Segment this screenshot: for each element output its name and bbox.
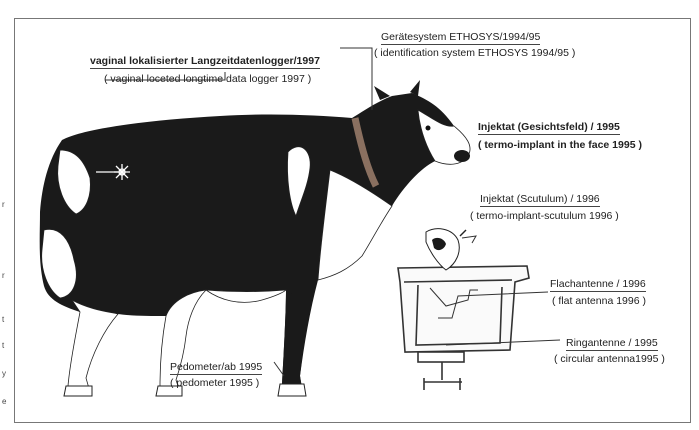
logger-label-de: vaginal lokalisierter Langzeitdatenlogge… [90, 56, 320, 69]
ring-antenna-label-de: Ringantenne / 1995 [566, 338, 658, 351]
pedometer-label-de: Pedometer/ab 1995 [170, 362, 262, 375]
ethosys-label-de: Gerätesystem ETHOSYS/1994/95 [381, 32, 540, 45]
face-implant-label-de: Injektat (Gesichtsfeld) / 1995 [478, 122, 620, 135]
logger-label-en: ( vaginal loceted longtime data logger 1… [104, 74, 311, 85]
flat-antenna-label-de: Flachantenne / 1996 [550, 279, 646, 292]
ethosys-label-en: ( identification system ETHOSYS 1994/95 … [374, 48, 575, 59]
face-implant-label-en: ( termo-implant in the face 1995 ) [478, 140, 642, 151]
scutulum-head [426, 229, 466, 270]
pedometer-label-en: ( pedometer 1995 ) [170, 378, 259, 389]
ring-antenna-label-en: ( circular antenna1995 ) [554, 354, 665, 365]
scutulum-implant-label-en: ( termo-implant-scutulum 1996 ) [470, 211, 619, 222]
flat-antenna-label-en: ( flat antenna 1996 ) [552, 296, 646, 307]
scutulum-implant-label-de: Injektat (Scutulum) / 1996 [480, 194, 600, 207]
feeding-trough [398, 266, 529, 390]
